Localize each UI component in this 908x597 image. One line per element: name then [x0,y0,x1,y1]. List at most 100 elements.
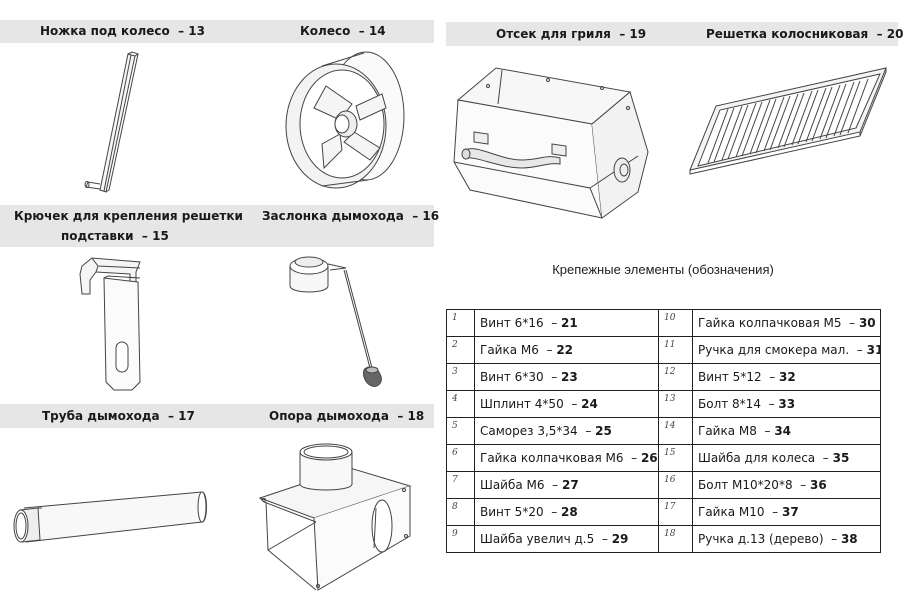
fastener-name: Шплинт 4*50 [480,397,564,411]
fastener-separator: – [543,370,562,384]
damper-drawing [284,252,394,396]
fastener-code: 25 [595,424,612,438]
fastener-separator: – [623,451,641,465]
fastener-separator: – [756,424,775,438]
fastener-separator: – [815,451,833,465]
fastener-name: Винт 6*16 [480,316,544,330]
fastener-separator: – [577,424,596,438]
header-bar-row3: Труба дымохода – 17 Опора дымохода – 18 [0,404,434,428]
fastener-name: Шайба М6 [480,478,545,492]
fastener-name: Винт 5*20 [480,505,544,519]
part-label-wheel: Колесо – 14 [300,24,386,38]
fastener-name-cell: Гайка колпачковая М5 – 30 [692,309,881,337]
fastener-code: 29 [611,532,629,546]
fastener-separator: – [823,532,841,546]
support-drawing [254,440,414,592]
fastener-separator: – [543,316,562,330]
fastener-name-cell: Шайба увелич д.5 – 29 [474,525,659,553]
fastener-name-cell: Гайка М6 – 22 [474,336,659,364]
fastener-name-cell: Шайба для колеса – 35 [692,444,881,472]
fastener-code: 31 [866,343,880,357]
fastener-name: Гайка М10 [698,505,765,519]
fastener-name: Гайка М8 [698,424,757,438]
fastener-name: Болт 8*14 [698,397,761,411]
fastener-name: Ручка для смокера мал. [698,343,850,357]
fastener-name-cell: Саморез 3,5*34 – 25 [474,417,659,445]
fastener-number: 3 [446,363,475,391]
fastener-name-cell: Гайка М8 – 34 [692,417,881,445]
fastener-number: 7 [446,471,475,499]
fastener-number: 5 [446,417,475,445]
fastener-code: 33 [778,397,796,411]
part-label-grate: Решетка колосниковая – 20 [706,27,904,41]
wheel-drawing [282,50,410,192]
fastener-name: Шайба увелич д.5 [480,532,595,546]
grill-box-drawing [452,64,654,220]
fastener-name: Винт 6*30 [480,370,544,384]
wheel-leg-drawing [80,50,150,198]
fastener-name-cell: Винт 5*20 – 28 [474,498,659,526]
grate-drawing [686,66,890,176]
fastener-number: 13 [658,390,693,418]
fastener-number: 10 [658,309,693,337]
header-bar-row2: Крючек для крепления решетки подставки –… [0,205,439,247]
fastener-code: 35 [832,451,850,465]
fastener-separator: – [849,343,867,357]
fastener-number: 17 [658,498,693,526]
fastener-name: Ручка д.13 (дерево) [698,532,824,546]
fastener-name-cell: Гайка колпачковая М6 – 26 [474,444,659,472]
fastener-code: 36 [810,478,827,492]
header-bar-row1-right: Отсек для гриля – 19 Решетка колосникова… [446,22,903,46]
fastener-name: Гайка колпачковая М5 [698,316,842,330]
fastener-number: 9 [446,525,475,553]
fastener-code: 27 [562,478,579,492]
fastener-code: 30 [858,316,876,330]
fastener-number: 14 [658,417,693,445]
fastener-number: 12 [658,363,693,391]
fastener-name-cell: Болт 8*14 – 33 [692,390,881,418]
fastener-code: 38 [840,532,858,546]
part-label-pipe: Труба дымохода – 17 [42,409,195,423]
fastener-separator: – [544,478,562,492]
fastener-separator: – [761,370,780,384]
fastener-number: 8 [446,498,475,526]
fastener-separator: – [792,478,811,492]
fastener-number: 1 [446,309,475,337]
part-label-hook-line2: подставки – 15 [61,229,169,243]
fastener-code: 23 [561,370,578,384]
fastener-code: 28 [561,505,578,519]
fastener-number: 4 [446,390,475,418]
fastener-name-cell: Ручка д.13 (дерево) – 38 [692,525,881,553]
fastener-name-cell: Гайка М10 – 37 [692,498,881,526]
fastener-name-cell: Винт 6*16 – 21 [474,309,659,337]
fastener-name-cell: Шайба М6 – 27 [474,471,659,499]
fastener-separator: – [594,532,612,546]
fastener-separator: – [543,505,562,519]
pipe-drawing [8,486,208,550]
fastener-number: 6 [446,444,475,472]
fastener-number: 18 [658,525,693,553]
fastener-code: 34 [774,424,792,438]
fastener-code: 21 [561,316,578,330]
part-label-grill-box: Отсек для гриля – 19 [496,27,647,41]
fastener-separator: – [538,343,557,357]
fastener-number: 11 [658,336,693,364]
fasteners-title: Крепежные элементы (обозначения) [552,262,774,277]
fastener-separator: – [760,397,779,411]
hook-drawing [74,254,148,394]
fastener-name-cell: Винт 6*30 – 23 [474,363,659,391]
fastener-code: 32 [779,370,796,384]
fastener-separator: – [764,505,782,519]
fastener-code: 24 [581,397,598,411]
fastener-name-cell: Ручка для смокера мал. – 31 [692,336,881,364]
fastener-name: Саморез 3,5*34 [480,424,578,438]
fastener-number: 15 [658,444,693,472]
